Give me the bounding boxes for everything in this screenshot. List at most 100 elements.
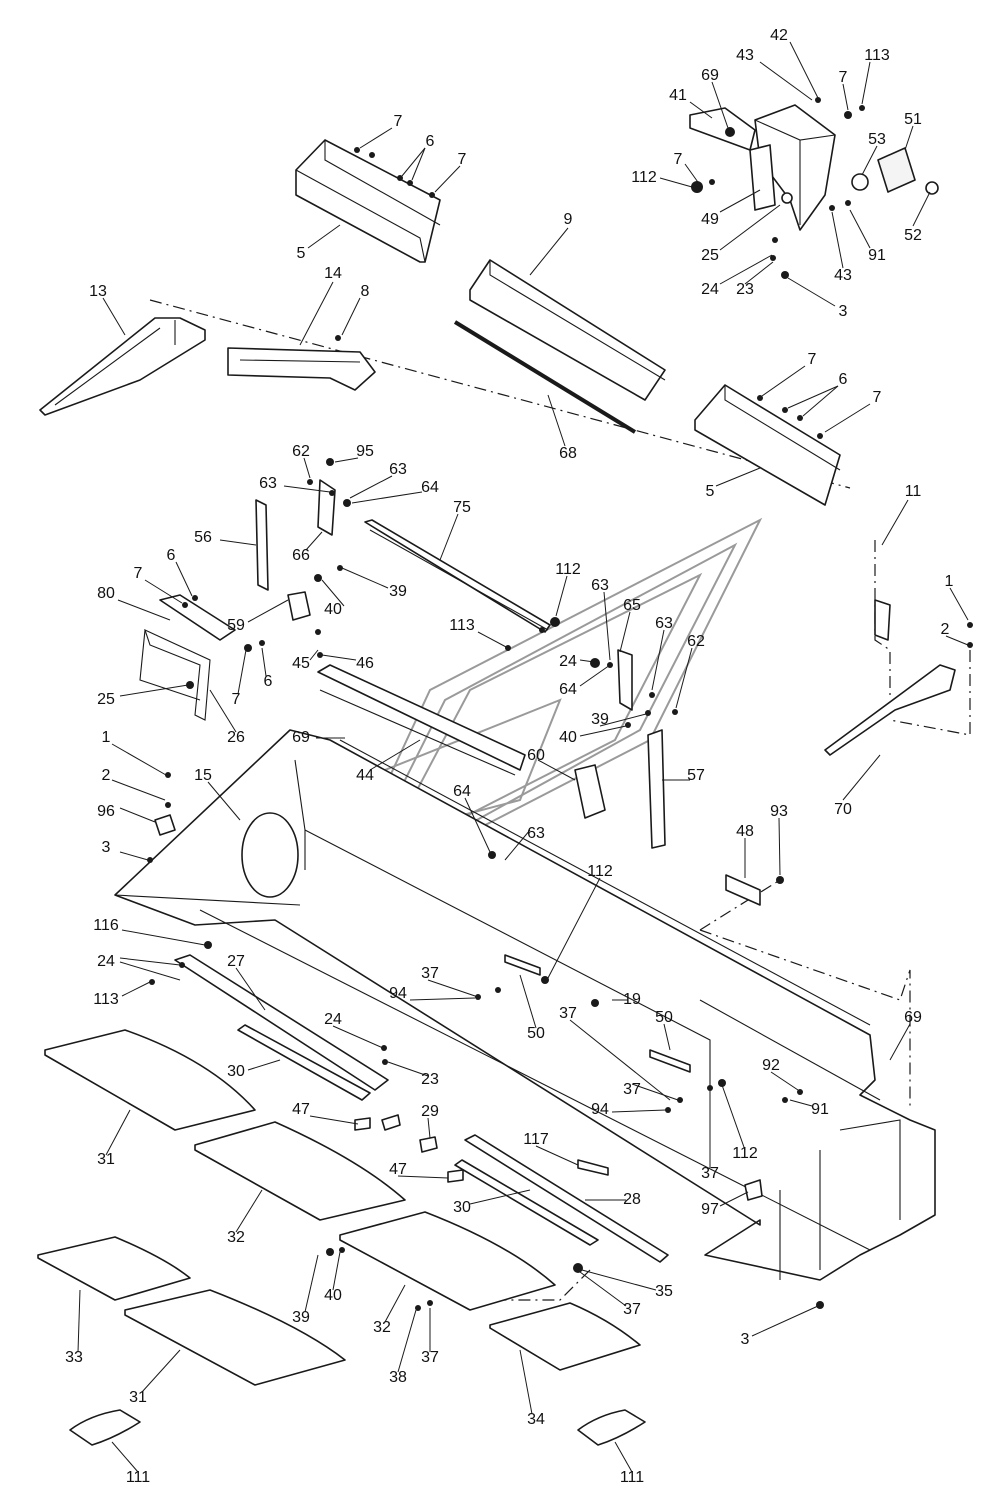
- callout-5: 5: [297, 245, 306, 262]
- callout-46: 46: [356, 655, 374, 672]
- callout-37: 37: [701, 1165, 719, 1182]
- callout-9: 9: [564, 211, 573, 228]
- callout-7: 7: [839, 69, 848, 86]
- callout-116: 116: [93, 917, 119, 934]
- panel-31-top: [44, 1029, 256, 1131]
- callout-3: 3: [839, 303, 848, 320]
- callout-7: 7: [134, 565, 143, 582]
- callout-70: 70: [834, 801, 852, 818]
- bracket-97: [744, 1179, 763, 1201]
- deflector-13: [39, 317, 206, 416]
- beam-44: [317, 664, 526, 776]
- rail-28: [464, 1134, 669, 1263]
- callout-15: 15: [194, 767, 212, 784]
- panel-32-bottom: [339, 1211, 556, 1311]
- callout-68: 68: [559, 445, 577, 462]
- callout-7: 7: [458, 151, 467, 168]
- callout-42: 42: [770, 27, 788, 44]
- callout-63: 63: [527, 825, 545, 842]
- callout-63: 63: [655, 615, 673, 632]
- callout-69: 69: [292, 729, 310, 746]
- callout-7: 7: [232, 691, 241, 708]
- callout-63: 63: [259, 475, 277, 492]
- bracket-60: [574, 764, 606, 819]
- callout-19: 19: [623, 991, 641, 1008]
- callout-7: 7: [808, 351, 817, 368]
- callout-44: 44: [356, 767, 374, 784]
- callout-48: 48: [736, 823, 754, 840]
- end-housing-cluster: [689, 104, 939, 231]
- callout-53: 53: [868, 131, 886, 148]
- callout-111: 111: [126, 1469, 150, 1486]
- callout-26: 26: [227, 729, 245, 746]
- panel-33: [37, 1236, 191, 1301]
- callout-91: 91: [811, 1101, 829, 1118]
- decal-111-left: [69, 1409, 141, 1446]
- callout-75: 75: [453, 499, 471, 516]
- callout-45: 45: [292, 655, 310, 672]
- callout-112: 112: [732, 1145, 758, 1162]
- bracket-80-frame: [139, 594, 236, 721]
- callout-56: 56: [194, 529, 212, 546]
- callout-63: 63: [591, 577, 609, 594]
- callout-63: 63: [389, 461, 407, 478]
- callout-8: 8: [361, 283, 370, 300]
- seal-strip-68: [453, 320, 637, 434]
- bracket-56: [255, 499, 269, 591]
- callout-37: 37: [559, 1005, 577, 1022]
- callout-69: 69: [904, 1009, 922, 1026]
- callout-113: 113: [864, 47, 890, 64]
- callout-40: 40: [324, 1287, 342, 1304]
- callout-39: 39: [591, 711, 609, 728]
- callout-leaders: [77, 41, 969, 1473]
- callout-62: 62: [687, 633, 705, 650]
- deflector-70: [824, 664, 956, 756]
- bracket-59: [287, 591, 311, 621]
- callout-24: 24: [324, 1011, 342, 1028]
- callout-3: 3: [102, 839, 111, 856]
- callout-23: 23: [421, 1071, 439, 1088]
- callout-95: 95: [356, 443, 374, 460]
- callout-47: 47: [389, 1161, 407, 1178]
- callout-92: 92: [762, 1057, 780, 1074]
- bracket-96: [154, 814, 176, 836]
- callout-6: 6: [839, 371, 848, 388]
- bracket-57: [647, 729, 666, 849]
- callout-6: 6: [426, 133, 435, 150]
- callout-96: 96: [97, 803, 115, 820]
- callout-65: 65: [623, 597, 641, 614]
- callout-51: 51: [904, 111, 922, 128]
- callout-50: 50: [527, 1025, 545, 1042]
- callout-30: 30: [453, 1199, 471, 1216]
- callout-69: 69: [701, 67, 719, 84]
- callout-47: 47: [292, 1101, 310, 1118]
- callout-7: 7: [674, 151, 683, 168]
- callout-25: 25: [97, 691, 115, 708]
- callout-80: 80: [97, 585, 115, 602]
- plate-48: [725, 874, 761, 906]
- callout-37: 37: [623, 1081, 641, 1098]
- callout-59: 59: [227, 617, 245, 634]
- plate-117: [577, 1159, 609, 1176]
- callout-28: 28: [623, 1191, 641, 1208]
- callout-7: 7: [394, 113, 403, 130]
- clip-29: [381, 1114, 438, 1153]
- cover-panel-5-right: [694, 384, 841, 506]
- callout-39: 39: [292, 1309, 310, 1326]
- panel-32-top: [194, 1121, 406, 1221]
- callout-40: 40: [324, 601, 342, 618]
- rail-30-right: [454, 1159, 599, 1246]
- cover-panel-5-left: [295, 139, 441, 263]
- callout-6: 6: [264, 673, 273, 690]
- callout-27: 27: [227, 953, 245, 970]
- callout-11: 11: [905, 483, 922, 500]
- callout-5: 5: [706, 483, 715, 500]
- callout-112: 112: [631, 169, 657, 186]
- decal-111-right: [577, 1409, 646, 1446]
- callout-24: 24: [701, 281, 719, 298]
- callout-34: 34: [527, 1411, 545, 1428]
- callout-38: 38: [389, 1369, 407, 1386]
- plate-11: [874, 599, 891, 641]
- callout-50: 50: [655, 1009, 673, 1026]
- callout-49: 49: [701, 211, 719, 228]
